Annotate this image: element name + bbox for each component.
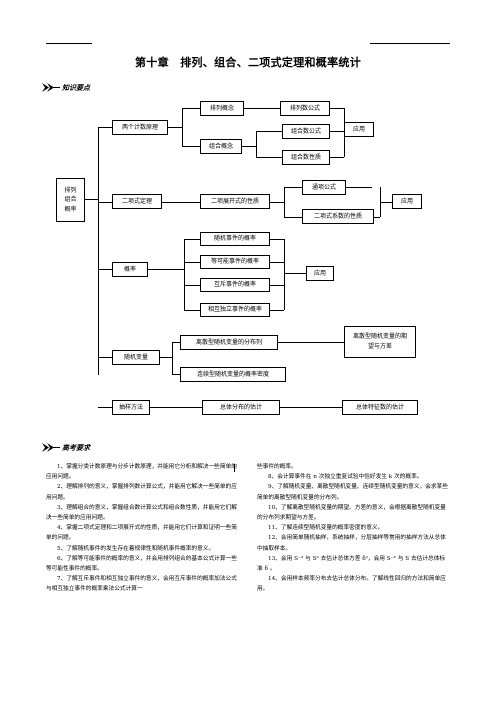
section-knowledge-header: 知识要点 xyxy=(42,82,90,93)
top-rule-left xyxy=(46,43,92,44)
apply-box-3: 应用 xyxy=(306,266,334,281)
requirement-item: 6、了解等可能事件的概率的意义，并会用排列组合的基本公式计算一些等可能性事件的概… xyxy=(46,555,237,573)
requirement-item: 2、理解排列的意义，掌握排列数计算公式，并能用它解决一些简单的应用问题。 xyxy=(46,484,237,501)
prob-equal-box: 等可能事件的概率 xyxy=(200,255,270,269)
prob-exclusive-box: 互斥事件的概率 xyxy=(200,278,270,292)
apply-box-2: 应用 xyxy=(392,194,422,209)
double-chevron-icon xyxy=(42,443,60,452)
text-cursor xyxy=(234,464,235,472)
population-estimate-box: 总体分布的估计 xyxy=(202,400,280,415)
expectation-variance-box: 离散型随机变量的期望与方差 xyxy=(344,326,416,358)
requirements-left-column: 1、掌握分类计数原理与分步计数原理，并能用它分析和解决一些简单的应用问题。 2、… xyxy=(46,462,239,595)
requirement-item: 1、掌握分类计数原理与分步计数原理，并能用它分析和解决一些简单的应用问题。 xyxy=(46,464,237,481)
random-variable-box: 随机变量 xyxy=(112,350,160,365)
continuous-density-box: 连续型随机变量的概率密度 xyxy=(180,367,286,382)
requirement-item: 14、会用样本频率分布去估计总体分布。了解线性回归的方法和简单应用。 xyxy=(257,576,446,593)
binomial-coef-box: 二项式系数的性质 xyxy=(302,209,374,224)
comb-formula-box: 组合数公式 xyxy=(282,124,330,139)
requirement-item: 4、掌握二项式定理和二项展开式的性质，并能用它们计算和证明一些简单的问题。 xyxy=(46,525,237,542)
prob-random-box: 随机事件的概率 xyxy=(200,232,270,246)
requirement-item: 9、了解随机变量、离散型随机变量、连续型随机变量的意义，会求某些简单的离散型随机… xyxy=(257,484,448,501)
requirement-item: 8、会计算事件在 n 次独立重复试验中恰好发生 k 次的概率。 xyxy=(268,474,423,481)
general-term-box: 通项公式 xyxy=(302,180,346,195)
chapter-title: 第十章 排列、组合、二项式定理和概率统计 xyxy=(135,56,361,69)
section-exam-label: 高考要求 xyxy=(62,442,90,452)
requirement-item: 13、会用 S⁻² 与 S² 去估计总体方差 δ²，会用 S⁻² 与 S 去估计… xyxy=(257,555,446,573)
sampling-box: 抽样方法 xyxy=(112,400,150,415)
perm-formula-box: 排列数公式 xyxy=(280,101,330,116)
diagram-root-box: 排列组合概率 xyxy=(56,178,85,222)
requirement-item: 3、理解组合的意义，掌握组合数计算公式和组合数性质，并能用它们解决一些简单的应用… xyxy=(46,504,237,522)
prob-independent-box: 相互独立事件的概率 xyxy=(200,303,270,317)
requirements-right-column: 些事件的概率。 8、会计算事件在 n 次独立重复试验中恰好发生 k 次的概率。 … xyxy=(257,462,449,595)
counting-principles-box: 两个计数原理 xyxy=(112,120,168,135)
apply-box-1: 应用 xyxy=(344,122,374,137)
binomial-theorem-box: 二项式定理 xyxy=(112,194,162,209)
section-knowledge-label: 知识要点 xyxy=(62,82,90,92)
discrete-dist-box: 离散型随机变量的分布列 xyxy=(180,335,278,350)
requirement-item: 7、了解互斥事件和相互独立事件的意义，会用互斥事件的概率加法公式与相互独立事件的… xyxy=(46,576,237,593)
requirement-item: 5、了解随机事件的发生存在着规律性和随机事件概率的意义。 xyxy=(57,545,215,552)
probability-box: 概率 xyxy=(112,262,148,277)
comb-concept-box: 组合概念 xyxy=(200,139,242,154)
perm-concept-box: 排列概念 xyxy=(200,101,244,116)
binomial-property-box: 二项展开式的性质 xyxy=(200,194,270,209)
requirement-item: 12、会用简单随机抽样，系统抽样，分层抽样等常用的抽样方法从总体中抽取样本。 xyxy=(257,535,446,552)
top-rule-right xyxy=(370,43,450,44)
comb-property-box: 组合数性质 xyxy=(282,150,330,165)
section-exam-header: 高考要求 xyxy=(42,442,90,453)
requirement-item: 11、了解连续型随机变量的概率密度的意义。 xyxy=(268,525,384,532)
requirement-item: 10、了解离散型随机变量的期望、方差的意义，会根据离散型随机变量的分布列求期望与… xyxy=(257,504,446,522)
double-chevron-icon xyxy=(42,83,60,92)
requirement-item: 些事件的概率。 xyxy=(257,464,297,470)
population-feature-box: 总体特征数的估计 xyxy=(342,400,418,415)
